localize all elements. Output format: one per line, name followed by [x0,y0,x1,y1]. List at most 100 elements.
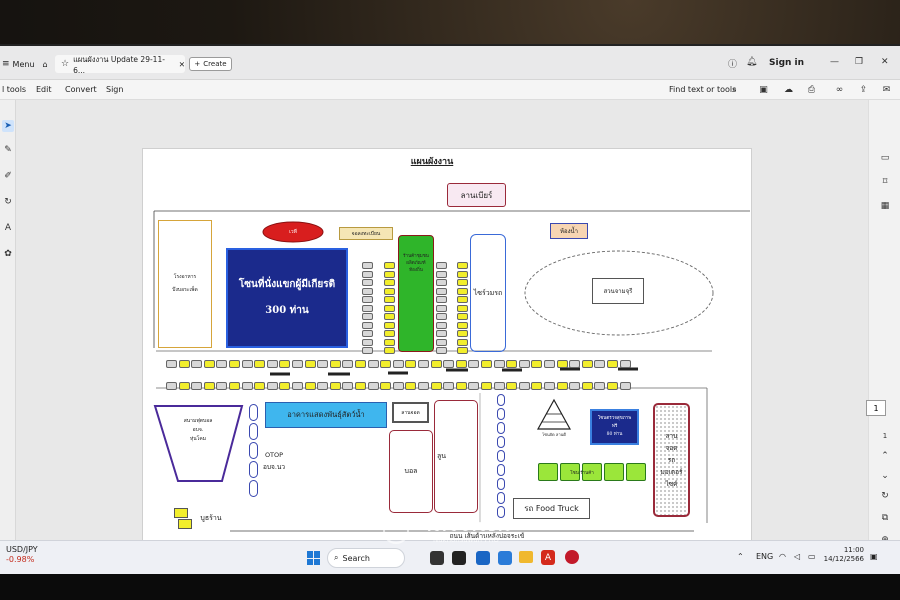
seat-block [436,270,447,278]
search-label: Search [342,553,370,563]
seat-block [367,360,379,368]
folder-icon[interactable] [519,551,533,563]
seat-block [405,360,417,368]
seat-block [384,279,395,286]
seat-block [455,382,467,390]
battery-icon[interactable]: ▭ [808,552,816,561]
seat-block [317,360,329,368]
edge-icon[interactable] [476,551,490,565]
seat-block [362,338,373,346]
taskbar-search[interactable]: ⌕ Search [327,548,405,568]
menu-button[interactable]: ≡ Menu [2,54,35,74]
booth-label: บูธร้าน [200,513,222,522]
stage-label: เวที [289,229,297,235]
menu-label: Menu [12,59,35,69]
close-window-icon[interactable]: ✕ [881,57,889,67]
map-title: แผนผังงาน [410,157,454,167]
create-button[interactable]: + Create [189,57,232,71]
notification-icon[interactable]: ▣ [870,552,878,561]
total-pages: 1 [882,432,888,440]
comments-panel-icon[interactable]: ▭ [880,153,890,163]
seat-block [304,382,316,390]
home-icon[interactable]: ⌂ [42,59,48,69]
copy-icon[interactable]: ⧉ [881,513,889,523]
stamp-icon[interactable]: ✿ [4,249,12,259]
chevron-down-icon[interactable]: ⌄ [881,471,889,481]
seat-block [279,382,291,390]
booth-icon [178,519,192,529]
language-indicator[interactable]: ENG [756,552,774,561]
seat-block [497,492,505,504]
bell-icon[interactable]: 🔔︎ [746,57,758,67]
help-icon[interactable]: ⓘ [728,60,738,70]
clock-time: 11:00 [843,546,864,554]
seat-block [384,262,395,269]
plus-icon: + [194,60,201,68]
minimize-icon[interactable]: — [830,57,839,67]
seat-block [560,463,580,481]
seat-block [342,360,354,368]
windows-start-icon[interactable] [307,551,321,565]
wifi-icon[interactable]: ◠ [779,552,786,561]
search-icon[interactable]: ⌕ [731,84,738,95]
seat-block [497,408,505,420]
share-icon[interactable]: ⇪ [859,84,868,95]
volume-icon[interactable]: ◁ [794,552,801,561]
chevron-up-icon[interactable]: ⌃ [881,451,889,461]
left-toolbar: ➤ ✎ ✐ ↻ A ✿ [0,100,16,540]
store-icon[interactable] [498,551,512,565]
chevron-up-icon[interactable]: ⌃ [737,552,744,561]
page-number-input[interactable]: 1 [866,400,886,416]
sign-in-button[interactable]: Sign in [769,58,805,68]
thumbnails-icon[interactable]: ▦ [880,201,890,211]
refresh-icon[interactable]: ↻ [881,491,889,501]
comment-icon[interactable]: ✎ [4,145,12,155]
seat-block [604,463,624,481]
star-icon[interactable]: ☆ [61,59,70,69]
link-icon[interactable]: ∞ [835,84,844,95]
save-icon[interactable]: ▣ [759,84,768,95]
seat-block [241,382,253,390]
seat-block [367,382,379,390]
print-icon[interactable]: ⎙ [807,84,816,95]
seat-block [518,360,530,368]
mail-icon[interactable]: ✉ [882,84,891,95]
pen-icon[interactable]: ✐ [4,171,12,181]
text-box-icon[interactable]: A [4,223,12,233]
acrobat-icon[interactable]: A [541,550,555,565]
close-tab-icon[interactable]: ✕ [178,59,185,69]
seat-block [497,478,505,490]
widgets-icon[interactable] [452,551,466,565]
menu-sign[interactable]: Sign [106,85,124,94]
draw-icon[interactable]: ↻ [4,197,12,207]
app-icon[interactable] [565,550,579,564]
seat-block [436,279,447,286]
bookmark-icon[interactable]: ⌑ [882,177,888,187]
seat-block [254,360,266,368]
seat-block [468,382,480,390]
seat-block [594,360,606,368]
menu-all-tools[interactable]: l tools [2,85,27,94]
stock-widget[interactable]: USD/JPY -0.98% [6,545,38,565]
system-clock[interactable]: 11:00 14/12/2566 [822,546,864,564]
seat-block [342,382,354,390]
seat-block [362,313,373,320]
seat-block [384,296,395,303]
seat-block [436,313,447,320]
seat-block [497,394,505,406]
document-tab[interactable]: ☆ แผนผังงาน Update 29-11-6... ✕ [55,55,185,75]
seat-block [362,304,373,312]
seat-block [191,382,203,390]
seat-block [203,360,215,368]
seat-block [355,360,366,368]
motorcycle-parking: ลาน จอด รถ มอเตอร์ ไซค์ [653,403,690,517]
find-tools-input[interactable]: Find text or tools [669,85,737,94]
seat-block [384,304,395,312]
cloud-icon[interactable]: ☁ [784,84,793,95]
menu-edit[interactable]: Edit [36,85,52,94]
maximize-icon[interactable]: ❐ [855,57,864,67]
menu-convert[interactable]: Convert [65,85,97,94]
task-view-icon[interactable] [430,551,444,565]
seat-block [493,382,505,390]
cursor-icon[interactable]: ➤ [2,120,14,132]
